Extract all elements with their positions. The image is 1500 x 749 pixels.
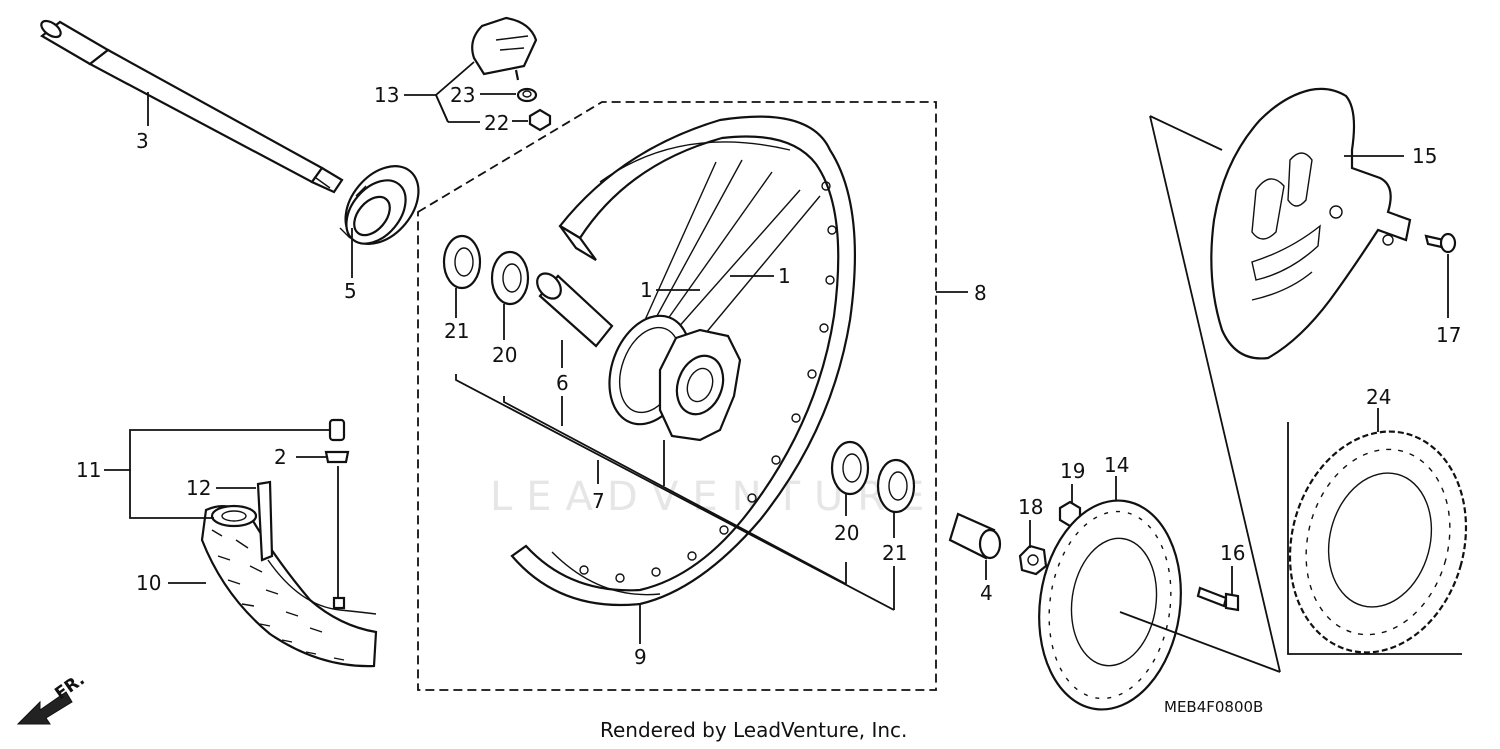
callout-20b: 20 xyxy=(834,521,859,545)
brake-disc xyxy=(1038,499,1182,711)
leader-lines xyxy=(104,61,1449,673)
footer-credit: Rendered by LeadVenture, Inc. xyxy=(600,718,907,742)
inner-tube xyxy=(210,480,377,615)
callout-15: 15 xyxy=(1412,144,1437,168)
tire xyxy=(200,505,378,668)
bearing-right-inner xyxy=(830,440,870,496)
callout-8: 8 xyxy=(974,281,987,305)
bearing-right-outer xyxy=(876,458,916,514)
front-axle xyxy=(40,19,344,194)
callout-22: 22 xyxy=(484,111,509,135)
callout-4: 4 xyxy=(980,581,993,605)
rim xyxy=(510,115,856,607)
front-arrow-icon xyxy=(16,691,73,725)
bearing-left-inner xyxy=(490,250,530,306)
right-collar xyxy=(948,512,1002,560)
callout-2: 2 xyxy=(274,445,287,469)
flange-nut xyxy=(1018,544,1048,576)
callout-23: 23 xyxy=(450,83,475,107)
callout-10: 10 xyxy=(136,571,161,595)
callout-19: 19 xyxy=(1060,459,1085,483)
callout-14: 14 xyxy=(1104,453,1129,477)
callout-11: 11 xyxy=(76,458,101,482)
wave-disc xyxy=(1288,430,1468,654)
disc-cover xyxy=(1210,87,1412,360)
wave-disc-bracket xyxy=(1287,422,1462,655)
callout-1a: 1 xyxy=(640,278,653,302)
valve-stem xyxy=(324,418,350,610)
disc-bolt xyxy=(1196,586,1240,612)
callout-6: 6 xyxy=(556,371,569,395)
distance-collar xyxy=(536,272,614,348)
hub xyxy=(608,314,742,442)
rim-spoke-holes xyxy=(579,181,837,583)
callout-21b: 21 xyxy=(882,541,907,565)
callout-1b: 1 xyxy=(778,264,791,288)
callout-20a: 20 xyxy=(492,343,517,367)
side-collar xyxy=(339,165,420,245)
callout-9: 9 xyxy=(634,645,647,669)
wheel-assembly-box xyxy=(417,101,937,691)
callout-7: 7 xyxy=(592,489,605,513)
callout-24: 24 xyxy=(1366,385,1391,409)
callout-21a: 21 xyxy=(444,319,469,343)
cover-bolt xyxy=(1424,232,1457,254)
callout-18: 18 xyxy=(1018,495,1043,519)
diagram-code: MEB4F0800B xyxy=(1164,698,1263,716)
speed-sensor-group xyxy=(471,16,552,132)
callout-17: 17 xyxy=(1436,323,1461,347)
spokes xyxy=(635,159,821,341)
front-direction-indicator: FR. xyxy=(16,670,89,725)
callout-13: 13 xyxy=(374,83,399,107)
callout-16: 16 xyxy=(1220,541,1245,565)
callout-5: 5 xyxy=(344,279,357,303)
callout-12: 12 xyxy=(186,476,211,500)
bearing-left-outer xyxy=(442,234,482,290)
callout-labels: 3 5 13 23 22 15 17 8 1 1 21 20 6 7 20 21… xyxy=(76,83,1461,669)
callout-3: 3 xyxy=(136,129,149,153)
